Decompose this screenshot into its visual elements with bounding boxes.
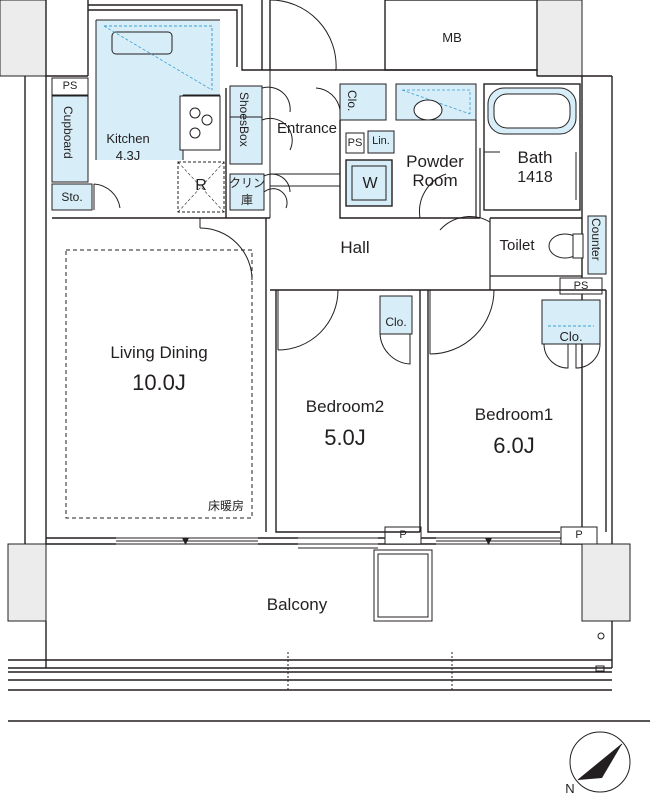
cleaning-storage-label-1: クリン <box>228 176 266 190</box>
entrance-door <box>270 0 337 71</box>
storage-door <box>93 183 121 210</box>
counter-label: Counter <box>589 218 603 261</box>
balcony-windows <box>116 537 560 549</box>
ps-kitchen-box <box>51 77 89 96</box>
balcony-dashes <box>287 652 453 690</box>
storage-label: Sto. <box>61 190 83 204</box>
living-dining-label: Living Dining <box>110 343 208 362</box>
closet-entrance-label: Clo. <box>345 90 359 112</box>
bedroom1-label: Bedroom1 <box>474 405 554 424</box>
ps-toilet-label: PS <box>573 280 589 292</box>
p-right-label: P <box>575 529 583 541</box>
north-label: N <box>565 781 575 796</box>
north-arrow-icon <box>569 731 631 793</box>
cupboard-box <box>51 95 89 183</box>
hall-label: Hall <box>340 238 370 257</box>
cleaning-storage-box <box>229 173 265 211</box>
kitchen-size: 4.3J <box>115 148 141 163</box>
powder-room-label-2: Room <box>412 171 458 190</box>
bath-label: Bath <box>517 148 553 167</box>
outer-walls <box>8 0 650 722</box>
bath-area <box>483 83 581 211</box>
washer-label: W <box>362 175 378 192</box>
kitchen-label: Kitchen <box>106 131 150 146</box>
refrigerator-label: R <box>195 177 207 194</box>
bath-size: 1418 <box>517 169 553 186</box>
entrance-label: Entrance <box>276 120 338 137</box>
powder-room-label-1: Powder <box>406 152 464 171</box>
bedroom1-size: 6.0J <box>493 433 535 458</box>
p-left-label: P <box>399 529 407 541</box>
mb-label: MB <box>442 30 462 45</box>
window-markers <box>182 538 492 545</box>
ps-powder-label: PS <box>347 137 363 149</box>
toilet-label: Toilet <box>499 237 535 254</box>
kitchen-area <box>95 19 270 219</box>
balcony-label: Balcony <box>266 595 328 614</box>
closet-bedroom2-label: Clo. <box>385 315 407 329</box>
shoes-box-label: ShoesBox <box>237 92 251 147</box>
p-boxes <box>384 526 598 545</box>
floor-heating-label: 床暖房 <box>207 499 245 513</box>
bedroom-doors <box>277 289 601 369</box>
balcony-hatch <box>373 549 605 672</box>
closet-bedroom1-label: Clo. <box>559 329 583 344</box>
bedroom2-size: 5.0J <box>324 425 366 450</box>
structural-columns <box>0 0 631 622</box>
bedroom-walls <box>270 289 607 533</box>
bedroom2-label: Bedroom2 <box>305 397 385 416</box>
cupboard-label: Cupboard <box>61 106 75 159</box>
storage-box <box>51 183 93 211</box>
shoes-box-area <box>229 85 263 165</box>
living-dining-area <box>52 217 267 532</box>
living-dining-size: 10.0J <box>132 370 186 395</box>
ps-kitchen-label: PS <box>62 80 78 92</box>
closet-bedroom1-box <box>541 299 601 345</box>
cleaning-storage-label-2: 庫 <box>240 193 254 207</box>
linen-label: Lin. <box>372 135 390 147</box>
powder-room-area <box>315 83 481 219</box>
closet-bedroom2-box <box>379 295 413 335</box>
